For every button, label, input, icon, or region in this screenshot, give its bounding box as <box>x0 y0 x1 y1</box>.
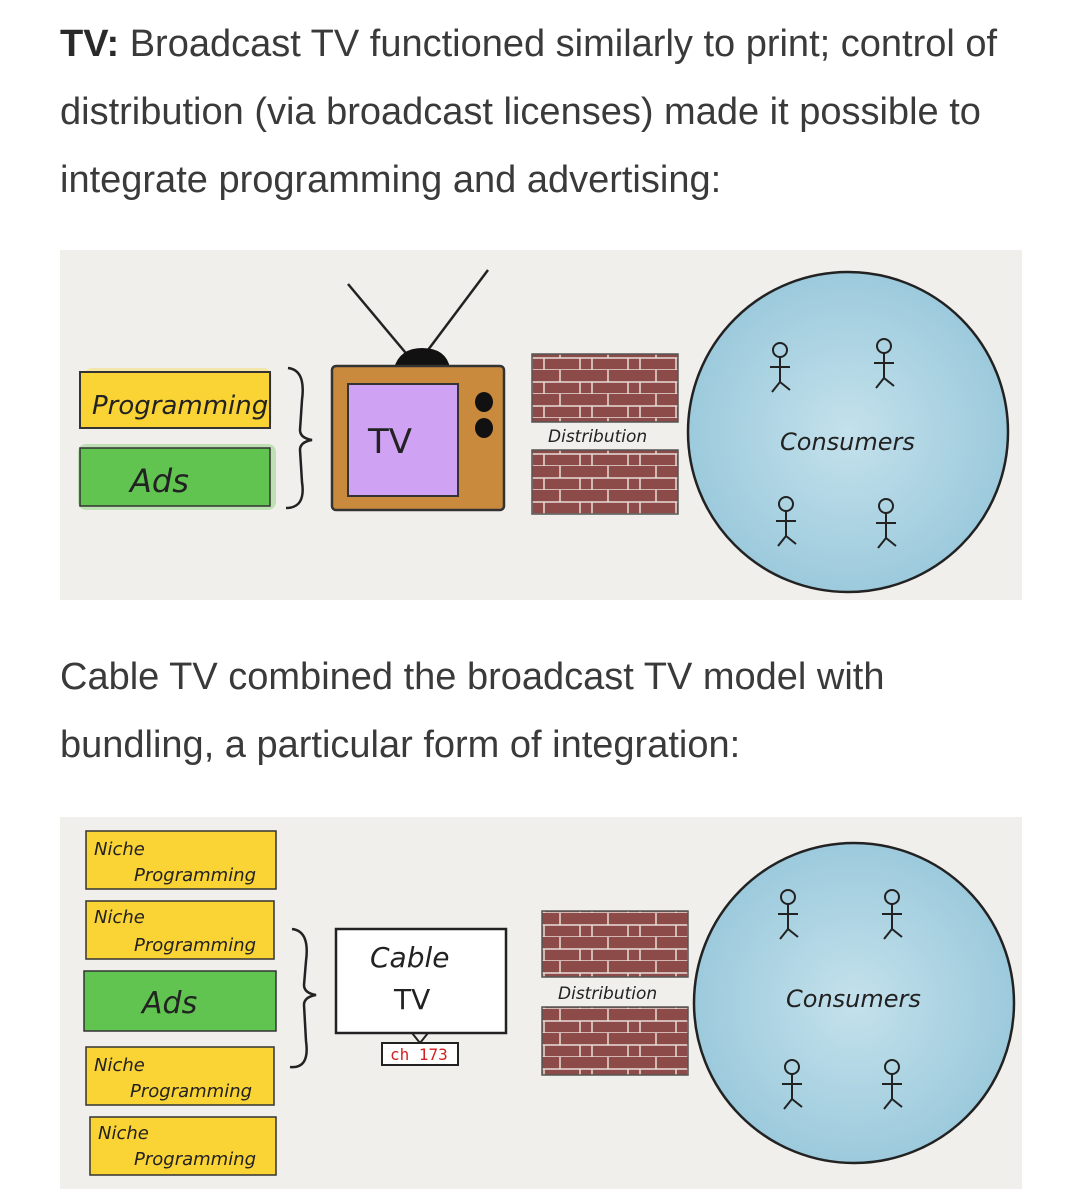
consumer-figure-1 <box>770 342 791 393</box>
intro-bold-label: TV: <box>60 23 120 65</box>
niche-4-line2: Programming <box>134 1149 256 1170</box>
niche-box-2 <box>85 900 275 960</box>
consumer-figures <box>770 338 897 549</box>
cable-consumer-figure-1 <box>778 889 799 940</box>
distribution-wall-top <box>531 353 679 423</box>
channel-box <box>381 1042 459 1066</box>
niche-3-line2: Programming <box>130 1081 252 1102</box>
consumers-circle <box>686 270 1010 594</box>
cable-consumer-figure-2 <box>882 889 903 940</box>
niche-1-line1: Niche <box>94 839 145 860</box>
tv-label: TV <box>367 422 412 462</box>
cable-tv-stand <box>411 1032 429 1045</box>
niche-box-4 <box>89 1116 277 1176</box>
intro-text: Broadcast TV functioned similarly to pri… <box>60 23 998 201</box>
tv-screen <box>347 383 459 497</box>
tv-knob-top <box>475 392 493 412</box>
broadcast-tv-diagram: Programming Ads TV Distribution Consumer… <box>60 250 1022 600</box>
cable-brace <box>289 927 317 1069</box>
intro-paragraph: TV: Broadcast TV functioned similarly to… <box>60 10 1040 214</box>
cable-distribution-label: Distribution <box>558 984 657 1004</box>
cable-tv-line2: TV <box>393 983 430 1016</box>
distribution-label: Distribution <box>548 427 647 447</box>
tv-knob-bottom <box>475 418 493 438</box>
cable-distribution-wall-bottom <box>541 1006 689 1076</box>
cable-consumer-figure-3 <box>782 1059 803 1110</box>
consumer-figure-2 <box>874 338 895 389</box>
consumer-figure-3 <box>776 496 797 547</box>
ads-label: Ads <box>128 462 189 500</box>
cable-consumer-figure-4 <box>882 1059 903 1110</box>
niche-4-line1: Niche <box>98 1123 149 1144</box>
cable-tv-diagram: Niche Programming Niche Programming Ads … <box>60 817 1022 1189</box>
cable-tv-line1: Cable <box>370 941 450 974</box>
brace <box>285 366 313 510</box>
ads-box <box>79 447 271 507</box>
channel-label: ch 173 <box>390 1045 448 1064</box>
cable-consumers-label: Consumers <box>786 985 921 1013</box>
cable-ads-box <box>83 970 277 1032</box>
niche-2-line1: Niche <box>94 907 145 928</box>
programming-box <box>79 371 271 429</box>
niche-2-line2: Programming <box>134 935 256 956</box>
niche-box-1 <box>85 830 277 890</box>
tv-antenna-right <box>421 269 489 359</box>
cable-paragraph: Cable TV combined the broadcast TV model… <box>60 656 885 766</box>
consumer-figure-4 <box>876 498 897 549</box>
programming-label: Programming <box>92 391 268 421</box>
cable-ads-label: Ads <box>140 986 197 1021</box>
cable-tv-screen <box>334 927 508 1035</box>
niche-1-line2: Programming <box>134 865 256 886</box>
tv-antenna-left <box>347 283 411 359</box>
consumers-label: Consumers <box>780 428 915 456</box>
tv-antenna-base <box>394 348 450 368</box>
cable-consumers-circle <box>692 841 1016 1165</box>
cable-consumer-figures <box>778 889 903 1110</box>
niche-3-line1: Niche <box>94 1055 145 1076</box>
cable-distribution-wall-top <box>541 910 689 978</box>
niche-box-3 <box>85 1046 275 1106</box>
distribution-wall-bottom <box>531 449 679 515</box>
